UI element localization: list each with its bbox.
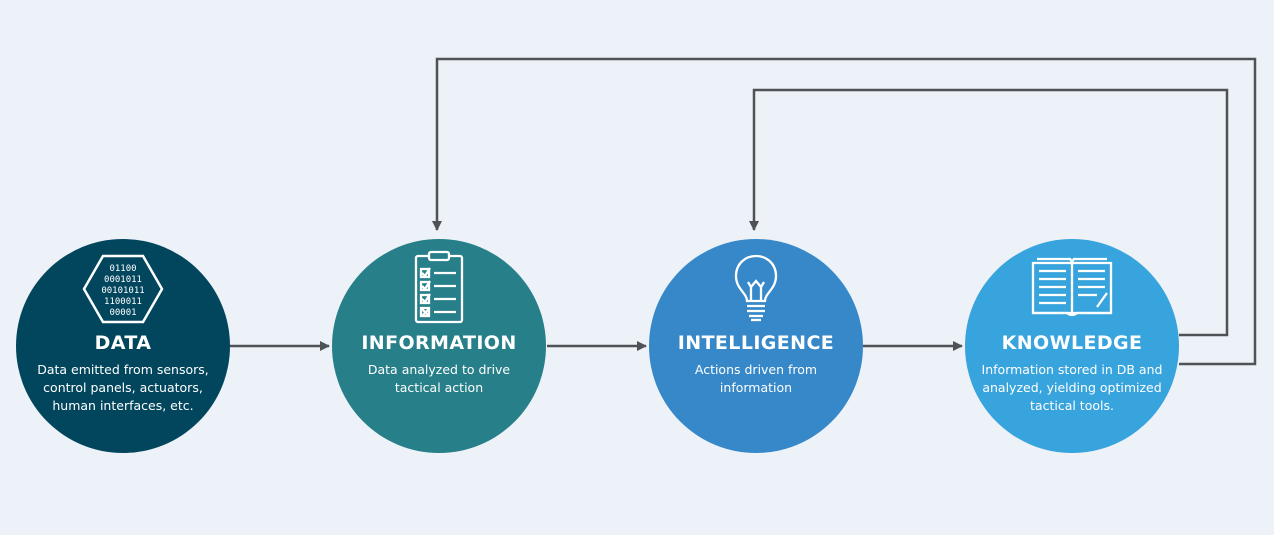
binary-row: 1100011 — [104, 297, 142, 307]
information-node: INFORMATION Data analyzed to drive tacti… — [332, 239, 546, 453]
feedback-arrow-knowledge-to-intelligence — [749, 88, 1229, 337]
node-title: INFORMATION — [361, 332, 517, 354]
data-node: 01100 0001011 00101011 1100011 00001 DAT… — [16, 239, 230, 453]
lightbulb-icon — [711, 249, 801, 329]
node-title: INTELLIGENCE — [677, 332, 835, 354]
node-description: Data analyzed to drive tactical action — [367, 362, 511, 395]
binary-row: 0001011 — [104, 275, 142, 285]
intelligence-node: INTELLIGENCE Actions driven from informa… — [649, 239, 863, 453]
knowledge-node: KNOWLEDGE Information stored in DB and a… — [965, 239, 1179, 453]
binary-row: 00101011 — [101, 286, 144, 296]
node-title: KNOWLEDGE — [1001, 332, 1143, 354]
node-description: Actions driven from information — [694, 362, 818, 395]
node-description: Data emitted from sensors, control panel… — [37, 362, 209, 413]
node-description: Information stored in DB and analyzed, y… — [981, 362, 1163, 413]
binary-row: 01100 — [109, 264, 136, 274]
clipboard-checklist-icon — [394, 249, 484, 329]
open-book-icon — [1027, 249, 1117, 329]
binary-row: 00001 — [109, 308, 136, 318]
binary-hexagon-icon: 01100 0001011 00101011 1100011 00001 — [78, 249, 168, 329]
node-title: DATA — [94, 332, 152, 354]
feedback-arrow-knowledge-to-information — [432, 57, 1257, 366]
